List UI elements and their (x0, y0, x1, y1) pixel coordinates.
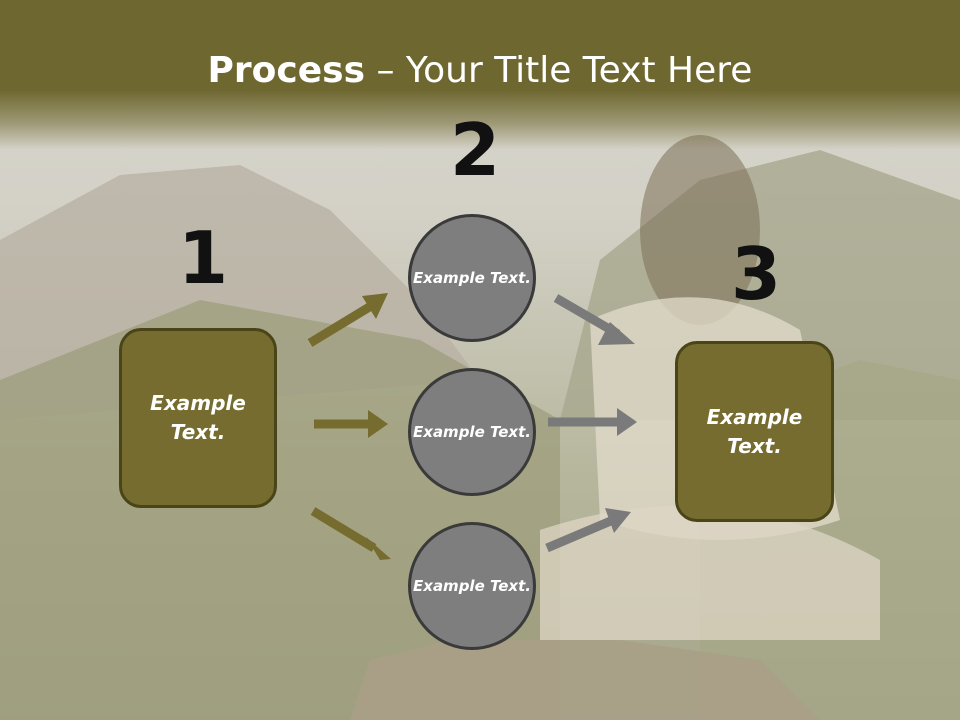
step-2-circle-middle: Example Text. (408, 368, 536, 496)
arrow-right-olive (314, 410, 388, 438)
step-1-box: Example Text. (119, 328, 277, 508)
arrow-right-gray (548, 408, 637, 436)
step-1-number: 1 (178, 216, 229, 300)
arrow-down-right-gray (553, 294, 635, 345)
step-2-circle-top: Example Text. (408, 214, 536, 342)
step-3-box: Example Text. (675, 341, 834, 522)
title-bar (0, 0, 960, 150)
circle-middle-text: Example Text. (413, 422, 531, 441)
title-bold: Process (207, 50, 366, 91)
step-3-number: 3 (731, 232, 782, 316)
title-rest: – Your Title Text Here (365, 50, 753, 91)
circle-top-text: Example Text. (413, 268, 531, 287)
step-3-box-text: Example Text. (706, 404, 803, 458)
arrow-up-right-olive (307, 293, 388, 347)
arrow-up-right-gray (545, 508, 631, 553)
circle-bottom-text: Example Text. (413, 576, 531, 595)
step-1-box-text: Example Text. (150, 391, 246, 444)
step-2-circle-bottom: Example Text. (408, 522, 536, 650)
step-2-number: 2 (450, 108, 501, 192)
slide-title: Process – Your Title Text Here (0, 50, 960, 91)
arrow-down-right-olive (310, 507, 391, 560)
